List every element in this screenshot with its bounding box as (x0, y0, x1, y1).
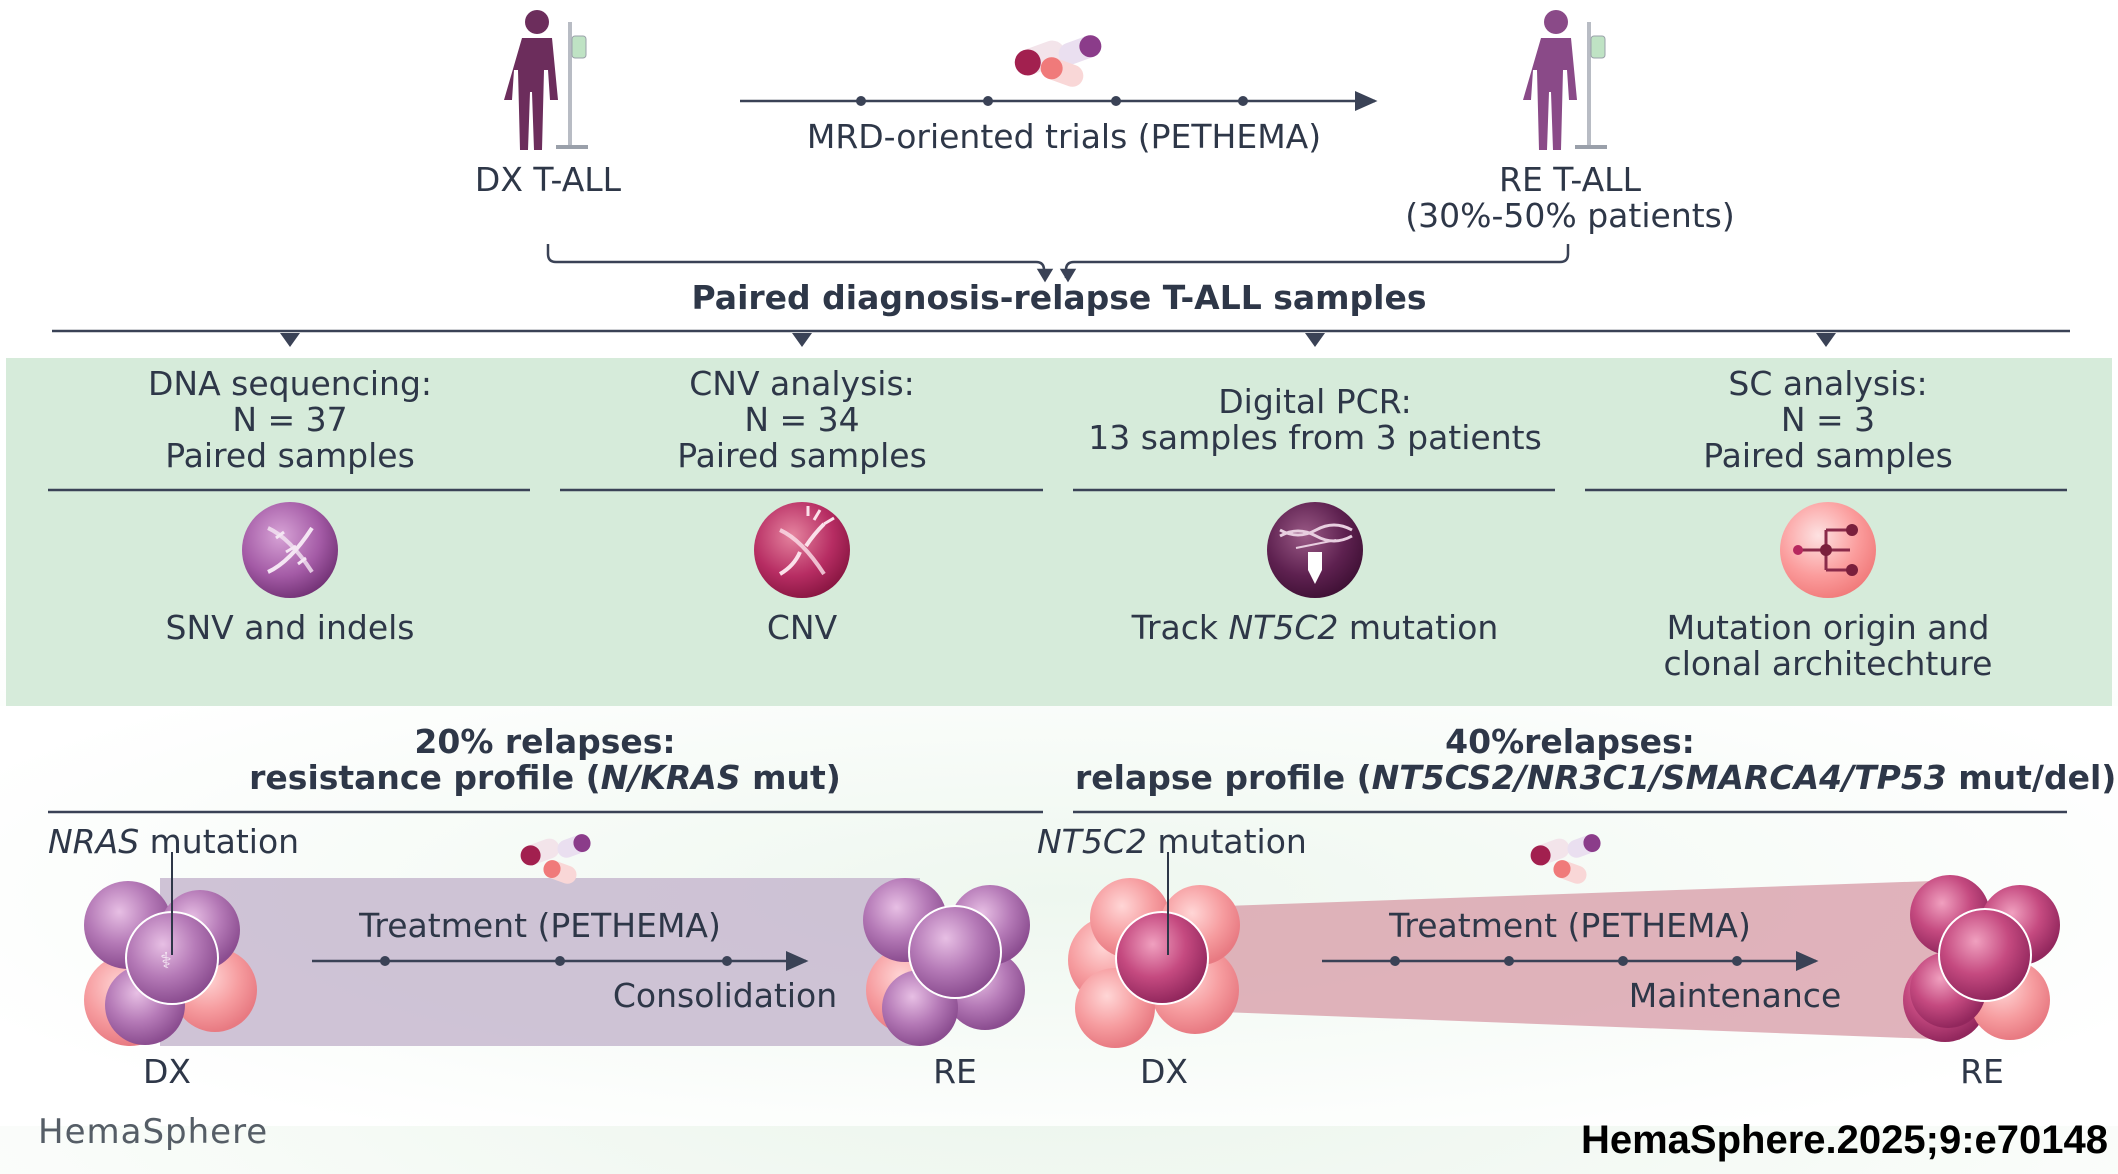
left-treatment-timeline (312, 951, 809, 971)
dna-icon (242, 502, 338, 598)
col3-line1: Digital PCR: (1218, 382, 1412, 421)
col2-line2: N = 34 (744, 400, 860, 439)
re-tall-label: RE T-ALL (1499, 160, 1641, 199)
col1-line1: DNA sequencing: (147, 364, 433, 403)
pills-icon (1014, 35, 1102, 87)
right-re-label: RE (1960, 1052, 2004, 1091)
right-treatment-timeline (1322, 951, 1819, 971)
dx-patient-icon (504, 10, 588, 150)
nt5c2-mutation-label: NT5C2 mutation (1037, 822, 1307, 861)
pills-icon-right (1530, 834, 1601, 884)
col2-line3: Paired samples (677, 436, 927, 475)
re-tall-sublabel: (30%-50% patients) (1405, 196, 1735, 235)
right-panel-title1: 40%relapses: (1445, 722, 1695, 761)
distribution-line (52, 329, 2070, 347)
left-dx-label: DX (142, 1052, 192, 1091)
col2-line1: CNV analysis: (689, 364, 915, 403)
clonal-tree-icon (1780, 502, 1876, 598)
paired-samples-title: Paired diagnosis-relapse T-ALL samples (691, 278, 1427, 317)
dna-break-icon (754, 502, 850, 598)
col3-line2: 13 samples from 3 patients (1088, 418, 1542, 457)
col4-line1: SC analysis: (1728, 364, 1928, 403)
trials-label: MRD-oriented trials (PETHEMA) (806, 117, 1322, 156)
merge-bracket (546, 244, 1570, 283)
col1-result: SNV and indels (165, 608, 415, 647)
left-panel-title2: resistance profile (N/KRAS mut) (249, 758, 841, 797)
left-re-label: RE (933, 1052, 977, 1091)
trials-timeline (740, 91, 1378, 111)
left-treatment-label: Treatment (PETHEMA) (359, 906, 721, 945)
re-cell-cluster-right (1903, 875, 2060, 1042)
citation-text: HemaSphere.2025;9:e70148 (1580, 1118, 2108, 1162)
dx-cell-cluster-right (1068, 852, 1240, 1048)
nras-mutation-label: NRAS mutation (48, 822, 300, 861)
col3-result: Track NT5C2 mutation (1131, 608, 1499, 647)
consolidation-label: Consolidation (612, 976, 838, 1015)
maintenance-label: Maintenance (1628, 976, 1842, 1015)
dx-cell-cluster-left: ⚕ (84, 852, 257, 1046)
col4-line2: N = 3 (1780, 400, 1876, 439)
dx-tall-label: DX T-ALL (474, 160, 622, 199)
col4-result-line1: Mutation origin and (1666, 608, 1990, 647)
col4-line3: Paired samples (1703, 436, 1953, 475)
svg-text:⚕: ⚕ (160, 949, 172, 974)
methods-band (6, 358, 2112, 706)
col1-line2: N = 37 (232, 400, 348, 439)
col4-result-line2: clonal architechture (1663, 644, 1993, 683)
pcr-tube-icon (1267, 502, 1363, 598)
right-treatment-label: Treatment (PETHEMA) (1389, 906, 1751, 945)
right-dx-label: DX (1139, 1052, 1189, 1091)
col2-result: CNV (766, 608, 838, 647)
re-patient-icon (1523, 10, 1607, 150)
pills-icon-left (520, 834, 591, 884)
hemasphere-logo: HemaSphere (38, 1112, 269, 1152)
left-panel-title1: 20% relapses: (414, 722, 676, 761)
col1-line3: Paired samples (165, 436, 415, 475)
re-cell-cluster-left (863, 878, 1030, 1046)
right-panel-title2: relapse profile (NT5CS2/NR3C1/SMARCA4/TP… (1075, 758, 2117, 797)
